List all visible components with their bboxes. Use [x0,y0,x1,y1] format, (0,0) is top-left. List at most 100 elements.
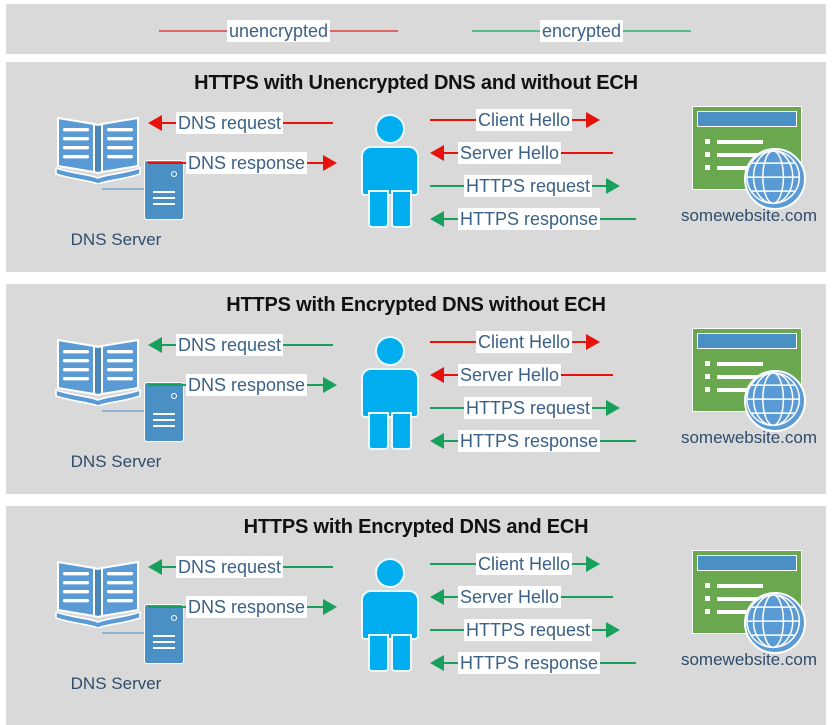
website-node: somewebsite.com [668,550,828,700]
flow-line [307,384,324,386]
flow-line [430,185,464,187]
legend-line-encrypted-right [623,30,692,32]
flow-line [444,152,458,154]
bullet-dot [705,583,710,588]
arrowhead-right [586,556,601,572]
flow-line [283,344,334,346]
flow-label: Client Hello [476,553,573,575]
flow-https-request: HTTPS request [430,619,621,641]
server-power-dot [171,171,177,177]
client-person-icon [359,558,421,673]
flow-label: Server Hello [458,586,562,608]
client-person-icon [359,114,421,229]
bullet-dot [705,387,710,392]
panel-title: HTTPS with Encrypted DNS and ECH [243,516,589,538]
browser-title-bar [697,111,797,127]
arrowhead-left [430,655,444,671]
flow-dns-request: DNS request [148,112,334,134]
flow-line [600,440,637,442]
client-person-icon [359,336,421,451]
flow-line [572,119,587,121]
legend-row: unencrypted encrypted [6,4,826,54]
open-book-icon [55,116,141,185]
bullet-dot [705,139,710,144]
website-label: somewebsite.com [680,206,818,225]
flow-label: HTTPS response [458,430,601,452]
flow-line [430,119,476,121]
flow-dns-response: DNS response [148,596,338,618]
bullet-line [717,166,763,170]
legend-item-encrypted: encrypted [472,20,692,42]
arrowhead-right [606,622,621,638]
flow-label: Server Hello [458,142,562,164]
globe-badge [744,370,806,432]
flow-https-response: HTTPS response [430,652,637,674]
globe-icon [746,150,801,205]
flow-client-hello: Client Hello [430,553,601,575]
legend-line-unencrypted [159,30,227,32]
flow-line [572,563,587,565]
legend-label-unencrypted: unencrypted [227,20,331,42]
flow-label: HTTPS response [458,208,601,230]
dns-server-node: DNS Server [36,112,196,262]
website-label: somewebsite.com [680,428,818,447]
flow-client-hello: Client Hello [430,331,601,353]
website-node: somewebsite.com [668,328,828,478]
flow-label: Client Hello [476,331,573,353]
flow-line [561,596,614,598]
bullet-line [717,610,763,614]
person-head [375,336,405,366]
flow-label: DNS request [176,334,284,356]
scenario-panel-2: HTTPS with Encrypted DNS without ECH DNS… [6,284,826,494]
person-leg-left [368,412,389,450]
flow-dns-request: DNS request [148,556,334,578]
flow-label: Client Hello [476,109,573,131]
person-leg-left [368,634,389,672]
person-leg-right [391,634,412,672]
person-leg-right [391,412,412,450]
flow-line [592,629,607,631]
bullet-line [717,388,763,392]
bullet-line [717,597,763,601]
flow-label: HTTPS request [464,619,593,641]
book-icon [54,334,142,407]
flow-line [600,218,637,220]
arrowhead-left [430,367,444,383]
arrowhead-left [430,433,444,449]
book-icon [54,556,142,629]
flow-https-response: HTTPS response [430,430,637,452]
server-slot-1 [153,635,175,637]
person-leg-right [391,190,412,228]
open-book-icon [55,560,141,629]
flow-label: DNS response [186,596,308,618]
flow-label: HTTPS request [464,397,593,419]
server-slot-2 [153,419,175,421]
scenario-panel-3: HTTPS with Encrypted DNS and ECH DNS Ser… [6,506,826,725]
flow-line [307,162,324,164]
globe-icon [746,594,801,649]
flow-line [592,185,607,187]
dns-server-node: DNS Server [36,334,196,484]
flow-line [307,606,324,608]
flow-server-hello: Server Hello [430,364,614,386]
flow-dns-response: DNS response [148,374,338,396]
globe-badge [744,148,806,210]
globe-icon [746,372,801,427]
panel-title: HTTPS with Unencrypted DNS and without E… [194,72,638,94]
bullet-dot [705,374,710,379]
book-icon [54,112,142,185]
server-rack-icon [144,382,184,442]
legend-line-encrypted [472,30,540,32]
legend-panel: unencrypted encrypted [6,4,826,54]
arrowhead-right [323,377,338,393]
flow-line [561,152,614,154]
server-slot-1 [153,191,175,193]
website-label: somewebsite.com [680,650,818,669]
bullet-dot [705,152,710,157]
bullet-dot [705,609,710,614]
scenario-panel-1: HTTPS with Unencrypted DNS and without E… [6,62,826,272]
arrowhead-left [148,559,162,575]
flow-line [162,122,176,124]
arrowhead-right [606,400,621,416]
flow-line [162,344,176,346]
